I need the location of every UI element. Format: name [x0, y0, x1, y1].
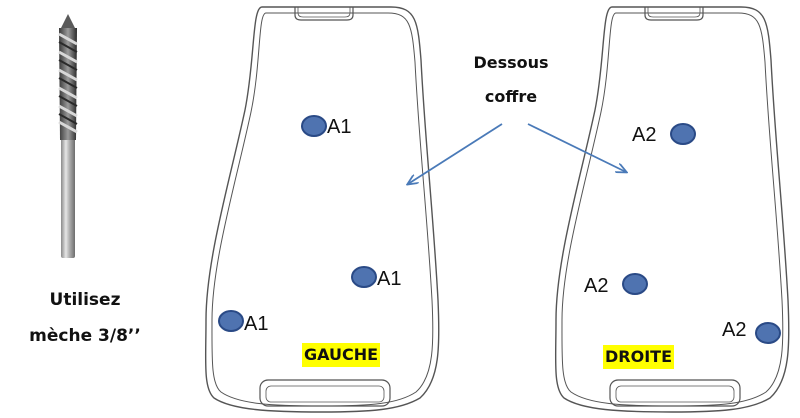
hole-label: A1 — [244, 313, 268, 335]
right-panel — [554, 6, 790, 413]
hole-label: A2 — [632, 124, 656, 146]
hole-marker: A1 — [351, 266, 401, 290]
arrow-to-right-panel — [527, 123, 626, 172]
drill-caption-line-2: mèche 3/8’’ — [29, 326, 141, 346]
hole-marker: A2 — [632, 123, 696, 146]
hole-marker: A2 — [584, 273, 648, 297]
drill-caption-line-1: Utilisez — [49, 290, 121, 310]
callout-line-2: coffre — [484, 87, 538, 106]
hole-label: A2 — [584, 275, 608, 297]
hole-label: A2 — [722, 319, 746, 341]
right-panel-label: DROITE — [603, 345, 674, 369]
hole-marker: A2 — [722, 319, 781, 344]
arrow-to-left-panel — [408, 123, 503, 184]
hole-marker: A1 — [218, 310, 268, 335]
drill-bit-icon — [58, 14, 78, 258]
hole-marker: A1 — [301, 115, 351, 138]
hole-label: A1 — [377, 268, 401, 290]
hole-label: A1 — [327, 116, 351, 138]
left-panel — [204, 6, 440, 413]
callout-line-1: Dessous — [473, 53, 549, 72]
left-panel-label: GAUCHE — [302, 343, 381, 367]
